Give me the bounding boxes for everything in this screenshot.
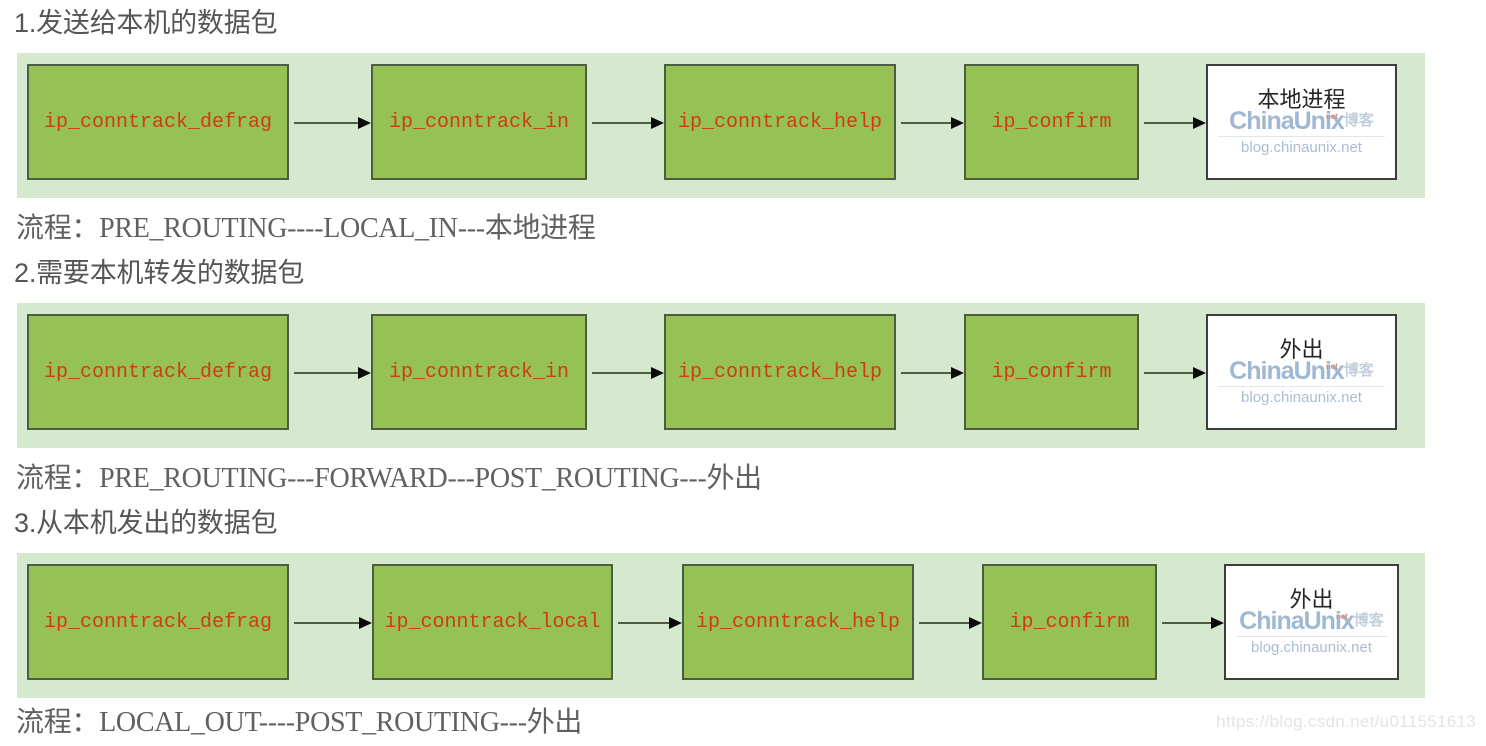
node-label: ip_confirm — [1009, 610, 1130, 634]
arrow-1-1 — [294, 117, 371, 129]
csdn-watermark: https://blog.csdn.net/u011551613 — [1216, 712, 1476, 731]
node-label: ip_conntrack_defrag — [43, 360, 273, 384]
chinaunix-tick: net — [1325, 362, 1338, 371]
node-ip-conntrack-local-3[interactable]: ip_conntrack_local — [372, 564, 613, 680]
node-ip-confirm-1[interactable]: ip_confirm — [964, 64, 1139, 180]
node-label: ip_conntrack_in — [388, 110, 570, 134]
watermark-divider — [1218, 136, 1385, 137]
node-label: ip_conntrack_in — [388, 360, 570, 384]
chinaunix-url: blog.chinaunix.net — [1251, 639, 1372, 656]
arrow-3-1 — [294, 617, 372, 629]
arrow-2-2 — [592, 367, 664, 379]
terminal-label: 外出 — [1279, 337, 1324, 362]
node-label: ip_conntrack_help — [695, 610, 901, 634]
arrow-2-4 — [1144, 367, 1206, 379]
node-ip-conntrack-defrag-2[interactable]: ip_conntrack_defrag — [27, 314, 289, 430]
chinaunix-url: blog.chinaunix.net — [1241, 139, 1362, 156]
node-label: ip_conntrack_local — [384, 610, 601, 634]
chinaunix-watermark: ChinaUnix博客 net blog.chinaunix.net — [1226, 608, 1397, 656]
section-3-diagram-band: ip_conntrack_defrag ip_conntrack_local i… — [17, 553, 1425, 698]
section-1-heading: 1.发送给本机的数据包 — [14, 8, 278, 38]
chinaunix-brand-suffix: 博客 — [1343, 362, 1374, 379]
watermark-divider — [1236, 636, 1387, 637]
terminal-node-1[interactable]: 本地进程 ChinaUnix博客 net blog.chinaunix.net — [1206, 64, 1397, 180]
node-ip-conntrack-help-1[interactable]: ip_conntrack_help — [664, 64, 896, 180]
section-1-flow: 流程：PRE_ROUTING----LOCAL_IN---本地进程 — [16, 213, 596, 244]
chinaunix-brand-suffix: 博客 — [1353, 612, 1384, 629]
section-2-flow: 流程：PRE_ROUTING---FORWARD---POST_ROUTING-… — [16, 463, 762, 494]
chinaunix-brand-suffix: 博客 — [1343, 112, 1374, 129]
arrow-1-2 — [592, 117, 664, 129]
node-ip-conntrack-in-1[interactable]: ip_conntrack_in — [371, 64, 587, 180]
arrow-1-4 — [1144, 117, 1206, 129]
section-2-heading: 2.需要本机转发的数据包 — [14, 258, 305, 288]
terminal-node-3[interactable]: 外出 ChinaUnix博客 net blog.chinaunix.net — [1224, 564, 1399, 680]
node-label: ip_confirm — [991, 360, 1112, 384]
arrow-3-2 — [618, 617, 682, 629]
node-ip-conntrack-defrag-1[interactable]: ip_conntrack_defrag — [27, 64, 289, 180]
node-label: ip_conntrack_help — [677, 110, 883, 134]
node-ip-conntrack-in-2[interactable]: ip_conntrack_in — [371, 314, 587, 430]
section-1-diagram-band: ip_conntrack_defrag ip_conntrack_in ip_c… — [17, 53, 1425, 198]
arrow-2-1 — [294, 367, 371, 379]
arrow-1-3 — [901, 117, 964, 129]
node-ip-conntrack-defrag-3[interactable]: ip_conntrack_defrag — [27, 564, 289, 680]
arrow-2-3 — [901, 367, 964, 379]
terminal-node-2[interactable]: 外出 ChinaUnix博客 net blog.chinaunix.net — [1206, 314, 1397, 430]
chinaunix-watermark: ChinaUnix博客 net blog.chinaunix.net — [1208, 108, 1395, 156]
chinaunix-url: blog.chinaunix.net — [1241, 389, 1362, 406]
arrow-3-4 — [1162, 617, 1224, 629]
node-label: ip_conntrack_defrag — [43, 610, 273, 634]
section-3-heading: 3.从本机发出的数据包 — [14, 508, 278, 538]
node-ip-confirm-2[interactable]: ip_confirm — [964, 314, 1139, 430]
section-2-diagram-band: ip_conntrack_defrag ip_conntrack_in ip_c… — [17, 303, 1425, 448]
node-label: ip_conntrack_help — [677, 360, 883, 384]
node-ip-confirm-3[interactable]: ip_confirm — [982, 564, 1157, 680]
node-label: ip_conntrack_defrag — [43, 110, 273, 134]
section-3-flow: 流程：LOCAL_OUT----POST_ROUTING---外出 — [16, 707, 583, 738]
node-ip-conntrack-help-3[interactable]: ip_conntrack_help — [682, 564, 914, 680]
chinaunix-watermark: ChinaUnix博客 net blog.chinaunix.net — [1208, 358, 1395, 406]
arrow-3-3 — [919, 617, 982, 629]
node-ip-conntrack-help-2[interactable]: ip_conntrack_help — [664, 314, 896, 430]
chinaunix-tick: net — [1335, 612, 1348, 621]
terminal-label: 本地进程 — [1257, 87, 1346, 112]
terminal-label: 外出 — [1289, 587, 1334, 612]
node-label: ip_confirm — [991, 110, 1112, 134]
watermark-divider — [1218, 386, 1385, 387]
